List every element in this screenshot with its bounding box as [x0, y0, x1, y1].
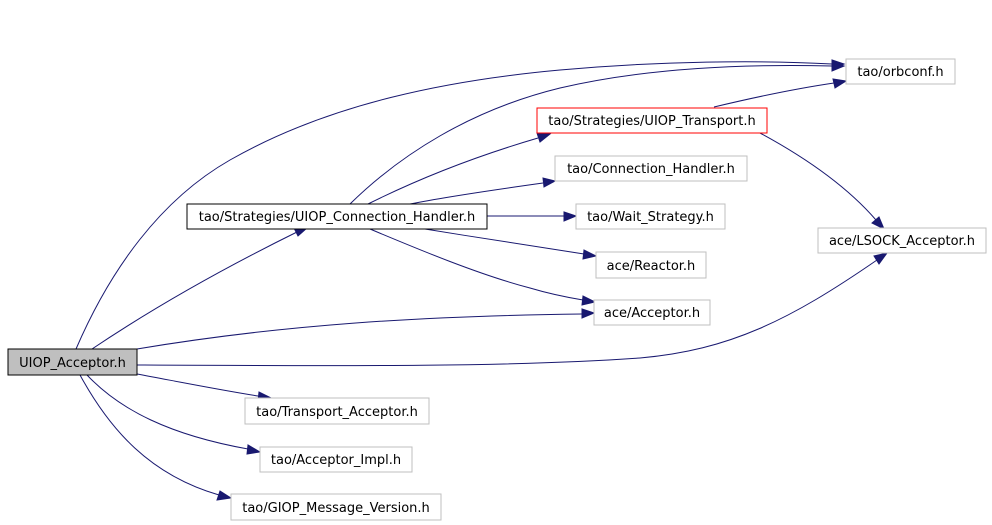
edge-uiop-acceptor-to-transport-acceptor: [136, 373, 259, 397]
arrowhead-icon: [246, 444, 262, 455]
edges: [75, 59, 889, 501]
node-uiop-acceptor[interactable]: UIOP_Acceptor.h: [7, 348, 138, 376]
node-acceptor-impl[interactable]: tao/Acceptor_Impl.h: [259, 446, 413, 473]
edge-uiop-connection-handler-to-uiop-transport: [367, 137, 539, 205]
node-label: tao/Connection_Handler.h: [567, 162, 735, 177]
arrowhead-icon: [581, 308, 596, 319]
node-label: ace/LSOCK_Acceptor.h: [829, 234, 975, 249]
node-uiop-connection-handler[interactable]: tao/Strategies/UIOP_Connection_Handler.h: [186, 203, 488, 230]
node-ace-acceptor[interactable]: ace/Acceptor.h: [593, 299, 711, 326]
edge-uiop-connection-handler-to-orbconf: [349, 64, 833, 205]
node-uiop-transport[interactable]: tao/Strategies/UIOP_Transport.h: [536, 107, 768, 134]
node-label: tao/Strategies/UIOP_Connection_Handler.h: [199, 210, 476, 225]
arrowhead-icon: [581, 295, 597, 306]
edge-uiop-acceptor-to-acceptor-impl: [86, 374, 249, 450]
node-box: [244, 397, 430, 425]
nodes: UIOP_Acceptor.h tao/Strategies/UIOP_Conn…: [7, 58, 987, 521]
node-box: [230, 493, 442, 521]
node-box: [817, 227, 987, 254]
arrowhead-icon: [832, 78, 848, 89]
node-label: ace/Reactor.h: [607, 259, 696, 274]
arrowhead-icon: [582, 249, 598, 260]
node-box: [595, 251, 707, 279]
node-lsock-acceptor[interactable]: ace/LSOCK_Acceptor.h: [817, 227, 987, 254]
node-box: [536, 107, 768, 134]
node-reactor[interactable]: ace/Reactor.h: [595, 251, 707, 279]
node-orbconf[interactable]: tao/orbconf.h: [845, 58, 956, 85]
node-box: [554, 155, 748, 182]
node-transport-acceptor[interactable]: tao/Transport_Acceptor.h: [244, 397, 430, 425]
node-box: [186, 203, 488, 230]
node-label: tao/Acceptor_Impl.h: [271, 453, 401, 468]
node-label: tao/Strategies/UIOP_Transport.h: [548, 114, 755, 129]
node-box: [259, 446, 413, 473]
edge-uiop-acceptor-to-orbconf: [75, 61, 833, 350]
edge-uiop-connection-handler-to-connection-handler: [409, 182, 544, 205]
edge-uiop-connection-handler-to-ace-acceptor: [369, 228, 584, 301]
node-label: tao/GIOP_Message_Version.h: [242, 501, 430, 516]
edge-uiop-connection-handler-to-reactor: [424, 228, 585, 255]
edge-uiop-acceptor-to-ace-acceptor: [136, 313, 583, 350]
arrowhead-icon: [871, 216, 885, 231]
node-box: [7, 348, 138, 376]
node-label: tao/Wait_Strategy.h: [587, 210, 714, 225]
edge-uiop-acceptor-to-uiop-connection-handler: [91, 231, 298, 350]
node-wait-strategy[interactable]: tao/Wait_Strategy.h: [575, 203, 726, 230]
edge-uiop-acceptor-to-giop-message-version: [79, 374, 220, 496]
arrowhead-icon: [216, 490, 233, 501]
node-box: [593, 299, 711, 326]
node-connection-handler[interactable]: tao/Connection_Handler.h: [554, 155, 748, 182]
arrowhead-icon: [536, 132, 552, 143]
node-box: [575, 203, 726, 230]
node-label: ace/Acceptor.h: [604, 306, 700, 321]
arrowhead-icon: [831, 61, 846, 72]
arrowhead-icon: [873, 252, 889, 265]
node-label: UIOP_Acceptor.h: [19, 356, 126, 371]
edge-uiop-acceptor-to-lsock-acceptor: [136, 259, 878, 367]
arrowhead-icon: [563, 211, 578, 222]
arrowhead-icon: [542, 177, 557, 188]
edge-uiop-transport-to-lsock-acceptor: [759, 132, 877, 221]
node-label: tao/orbconf.h: [857, 65, 943, 80]
node-box: [845, 58, 956, 85]
node-giop-message-version[interactable]: tao/GIOP_Message_Version.h: [230, 493, 442, 521]
edge-uiop-transport-to-orbconf: [713, 82, 835, 108]
node-label: tao/Transport_Acceptor.h: [256, 405, 418, 420]
